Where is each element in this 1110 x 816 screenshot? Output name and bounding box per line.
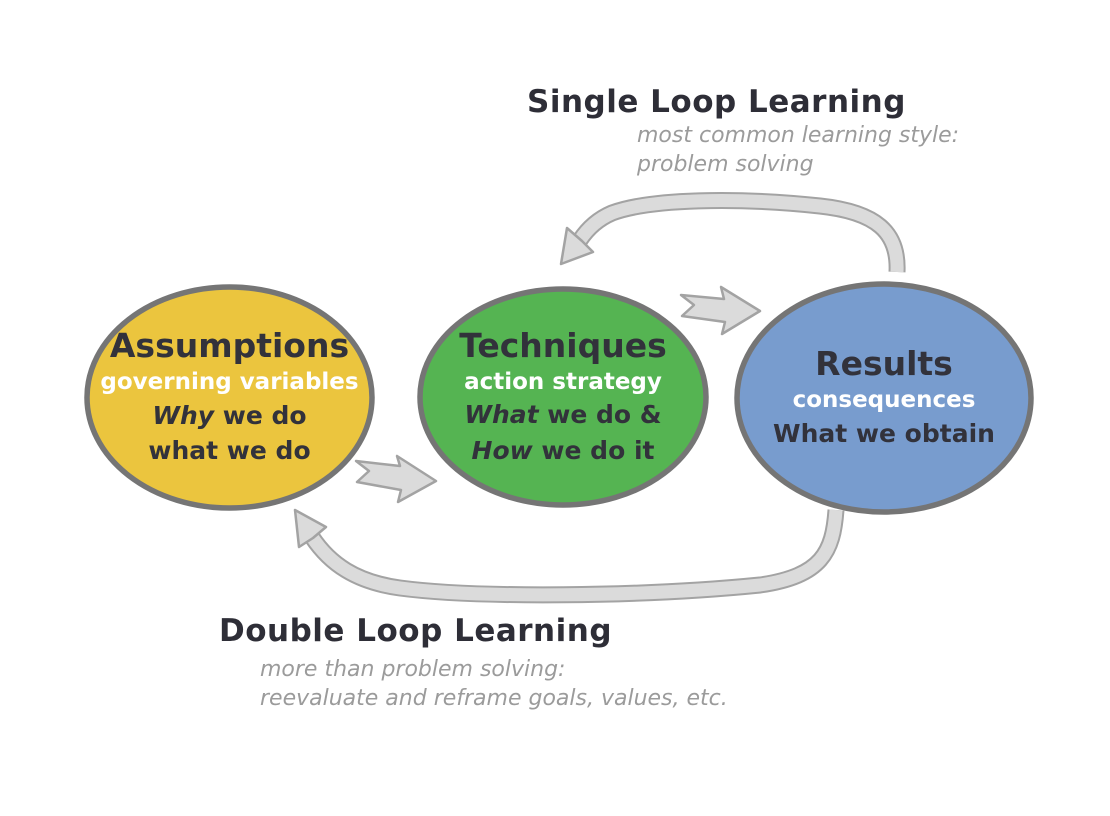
single-loop-subtitle-line2: problem solving xyxy=(637,151,814,177)
single-loop-arrow-icon xyxy=(559,192,906,273)
double-loop-title: Double Loop Learning xyxy=(219,613,613,649)
double-loop-subtitle: more than problem solving: reevaluate an… xyxy=(260,656,728,713)
double-loop-arrowhead xyxy=(293,508,328,549)
double-loop-arrow-icon xyxy=(293,508,845,604)
single-loop-arrow-body xyxy=(574,194,904,273)
double-loop-subtitle-line2: reevaluate and reframe goals, values, et… xyxy=(260,685,728,711)
techniques-to-results-arrow-icon xyxy=(679,285,762,336)
double-loop-arrow-body xyxy=(306,509,843,602)
assumptions-ellipse xyxy=(84,284,375,511)
single-loop-arrowhead xyxy=(559,226,595,266)
assumptions-to-techniques-arrow-icon xyxy=(354,454,438,504)
single-loop-subtitle: most common learning style: problem solv… xyxy=(637,122,959,179)
single-loop-title: Single Loop Learning xyxy=(527,84,906,120)
single-loop-subtitle-line1: most common learning style: xyxy=(637,123,960,148)
results-ellipse xyxy=(734,281,1034,515)
techniques-ellipse xyxy=(417,286,709,508)
double-loop-subtitle-line1: more than problem solving: xyxy=(260,657,566,682)
